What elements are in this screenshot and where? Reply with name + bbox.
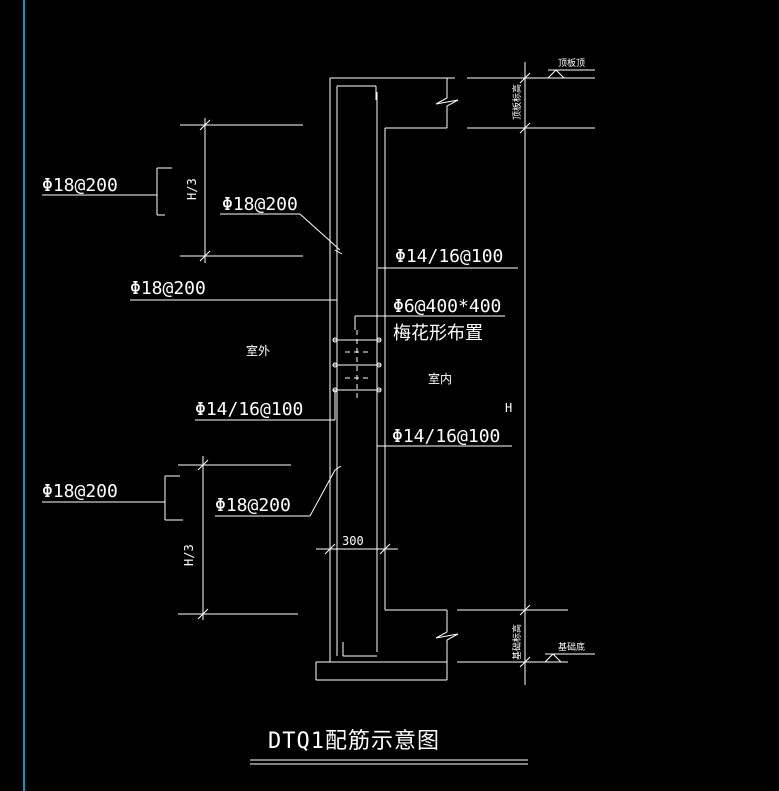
- top-additional-bar-leader: [42, 167, 172, 216]
- bottom-level-label: 基础底: [558, 641, 585, 653]
- outer-top-additional-label: Φ18@200: [42, 175, 118, 196]
- wall-outline: [315, 77, 459, 681]
- outside-label: 室外: [246, 343, 270, 358]
- outer-mid-vertical-label: Φ18@200: [130, 278, 206, 299]
- outer-top-vertical-leader: [220, 213, 341, 251]
- tie-bar-leader: [354, 315, 505, 330]
- outer-bottom-vertical-leader: [215, 469, 336, 517]
- height-label: H: [505, 401, 512, 415]
- outer-top-vertical-label: Φ18@200: [222, 194, 298, 215]
- outer-bottom-additional-label: Φ18@200: [42, 481, 118, 502]
- bottom-elev-label: 基础标高: [511, 624, 523, 660]
- bottom-additional-bar-leader: [42, 475, 183, 521]
- top-third-dimension: [180, 118, 303, 263]
- bottom-third-dimension: [178, 456, 298, 620]
- top-third-label: H/3: [185, 178, 199, 200]
- outer-horizontal-leader: [195, 390, 336, 421]
- title-underline: [250, 759, 528, 765]
- thickness-dimension: [316, 543, 398, 555]
- rebar-lines: [331, 85, 382, 657]
- tie-bar-label: Φ6@400*400: [393, 296, 501, 317]
- wall-thickness-label: 300: [342, 534, 364, 548]
- tie-note-label: 梅花形布置: [393, 323, 483, 344]
- inside-label: 室内: [428, 371, 452, 386]
- outer-horizontal-label: Φ14/16@100: [195, 399, 303, 420]
- bottom-third-label: H/3: [182, 544, 196, 566]
- height-dimension: [457, 62, 595, 685]
- top-level-label: 顶板顶: [558, 57, 585, 69]
- inner-horizontal-bottom-label: Φ14/16@100: [392, 426, 500, 447]
- inner-horizontal-top-label: Φ14/16@100: [395, 246, 503, 267]
- drawing-title: DTQ1配筋示意图: [268, 729, 440, 754]
- outer-bottom-vertical-label: Φ18@200: [215, 495, 291, 516]
- top-elev-label: 顶板标高: [511, 84, 523, 120]
